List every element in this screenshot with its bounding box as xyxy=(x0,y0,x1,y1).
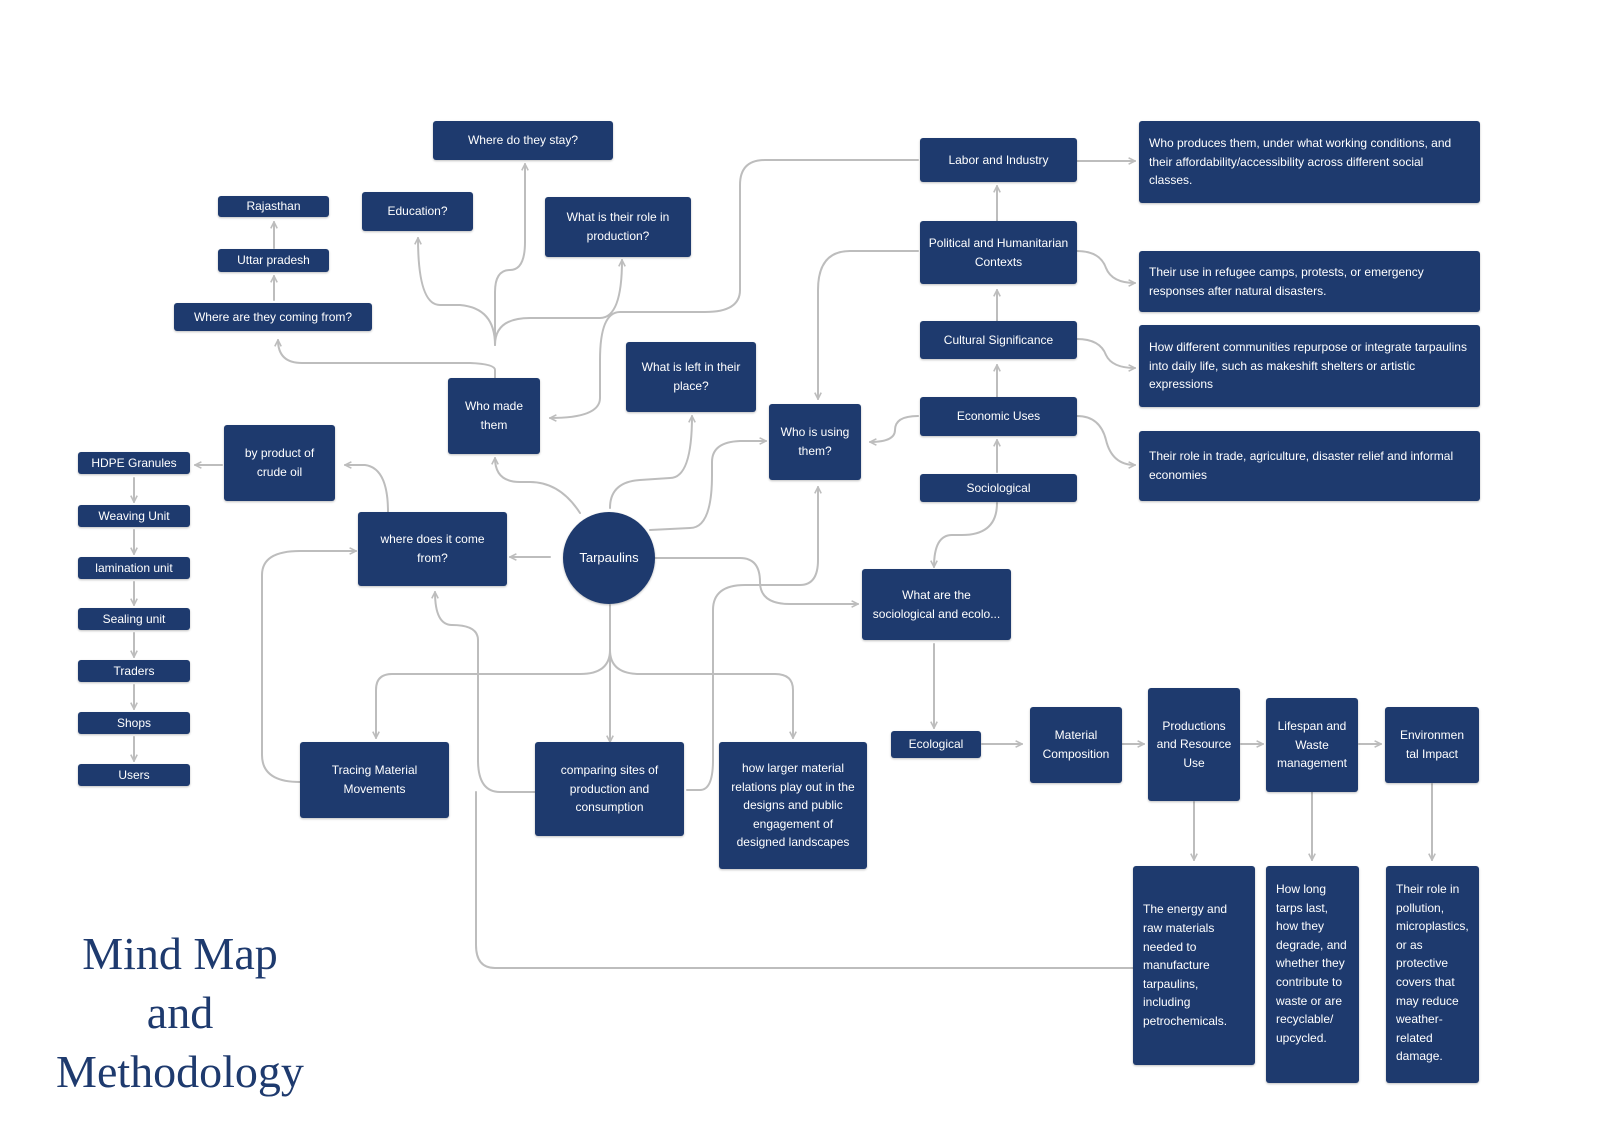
edge-labor-to-who-made xyxy=(549,159,919,418)
desc-lifespan: How long tarps last, how they degrade, a… xyxy=(1266,866,1359,1083)
node-cultural-significance[interactable]: Cultural Significance xyxy=(920,321,1077,359)
node-lifespan-waste[interactable]: Lifespan and Waste management xyxy=(1266,698,1358,792)
node-hdpe-granules[interactable]: HDPE Granules xyxy=(78,452,190,474)
node-shops[interactable]: Shops xyxy=(78,712,190,734)
edge-political-to-who-using xyxy=(818,250,919,400)
node-economic-uses[interactable]: Economic Uses xyxy=(920,397,1077,436)
edge-tracing-to-where-from xyxy=(261,551,357,783)
node-productions-resource-use[interactable]: Productions and Resource Use xyxy=(1148,688,1240,801)
node-comparing-sites[interactable]: comparing sites of production and consum… xyxy=(535,742,684,836)
node-larger-material-relations[interactable]: how larger material relations play out i… xyxy=(719,742,867,869)
edge-sociological-to-soc-eco xyxy=(934,502,998,568)
edge-comparing-to-where-from xyxy=(435,591,538,793)
node-who-made-them[interactable]: Who made them xyxy=(448,378,540,454)
node-sociological[interactable]: Sociological xyxy=(920,474,1077,502)
node-environmental-impact[interactable]: Environmen tal Impact xyxy=(1385,707,1479,783)
desc-cultural: How different communities repurpose or i… xyxy=(1139,325,1480,407)
edge-tarpaulins-to-soc-eco xyxy=(654,557,859,604)
node-traders[interactable]: Traders xyxy=(78,660,190,682)
title-line-2: and xyxy=(146,986,214,1038)
node-lamination-unit[interactable]: lamination unit xyxy=(78,557,190,579)
node-weaving-unit[interactable]: Weaving Unit xyxy=(78,505,190,527)
node-role-in-production[interactable]: What is their role in production? xyxy=(545,197,691,257)
node-where-does-it-come-from[interactable]: where does it come from? xyxy=(358,512,507,586)
node-where-do-they-stay[interactable]: Where do they stay? xyxy=(433,121,613,160)
node-what-is-left[interactable]: What is left in their place? xyxy=(626,342,756,412)
edge-economic-to-who-using xyxy=(869,415,919,442)
desc-economic: Their role in trade, agriculture, disast… xyxy=(1139,431,1480,501)
node-ecological[interactable]: Ecological xyxy=(891,731,981,758)
edge-who-made-to-stay xyxy=(494,163,525,346)
edge-comparing-to-who-using xyxy=(686,486,818,791)
edge-cultural-to-desc xyxy=(1076,338,1136,368)
node-political-humanitarian[interactable]: Political and Humanitarian Contexts xyxy=(920,221,1077,284)
edge-tarpaulins-to-who-using xyxy=(649,441,767,531)
node-education[interactable]: Education? xyxy=(362,192,473,231)
desc-energy-raw-materials: The energy and raw materials needed to m… xyxy=(1133,866,1255,1065)
node-by-product[interactable]: by product of crude oil xyxy=(224,425,335,501)
edge-tarpaulins-to-who-made xyxy=(495,457,581,514)
node-sociological-ecological-question[interactable]: What are the sociological and ecolo... xyxy=(862,569,1011,640)
page-title: Mind Map and Methodology xyxy=(40,925,320,1102)
node-users[interactable]: Users xyxy=(78,764,190,786)
edge-where-from-to-byproduct xyxy=(344,465,389,513)
edge-tarpaulins-to-larger xyxy=(609,649,793,739)
edge-who-made-to-education xyxy=(418,237,496,346)
title-line-1: Mind Map xyxy=(82,928,278,979)
edge-tarpaulins-to-tracing xyxy=(376,649,611,739)
edge-economic-to-desc xyxy=(1076,415,1136,465)
node-tarpaulins[interactable]: Tarpaulins xyxy=(563,512,655,604)
desc-labor: Who produces them, under what working co… xyxy=(1139,121,1480,203)
node-where-coming-from[interactable]: Where are they coming from? xyxy=(174,303,372,331)
desc-political: Their use in refugee camps, protests, or… xyxy=(1139,251,1480,312)
node-who-is-using[interactable]: Who is using them? xyxy=(769,404,861,480)
edge-who-made-to-coming-from xyxy=(278,339,496,379)
node-labor-and-industry[interactable]: Labor and Industry xyxy=(920,138,1077,182)
node-material-composition[interactable]: Material Composition xyxy=(1030,707,1122,783)
edge-who-made-to-role xyxy=(494,259,622,346)
edge-tarpaulins-to-what-left xyxy=(609,415,692,509)
desc-pollution: Their role in pollution, microplastics, … xyxy=(1386,866,1479,1083)
edge-political-to-desc xyxy=(1076,250,1136,283)
node-rajasthan[interactable]: Rajasthan xyxy=(218,196,329,217)
node-tracing-material-movements[interactable]: Tracing Material Movements xyxy=(300,742,449,818)
node-uttar-pradesh[interactable]: Uttar pradesh xyxy=(218,249,329,272)
node-sealing-unit[interactable]: Sealing unit xyxy=(78,608,190,630)
edge-energy-to-where-from xyxy=(475,791,1136,969)
title-line-3: Methodology xyxy=(56,1045,304,1097)
